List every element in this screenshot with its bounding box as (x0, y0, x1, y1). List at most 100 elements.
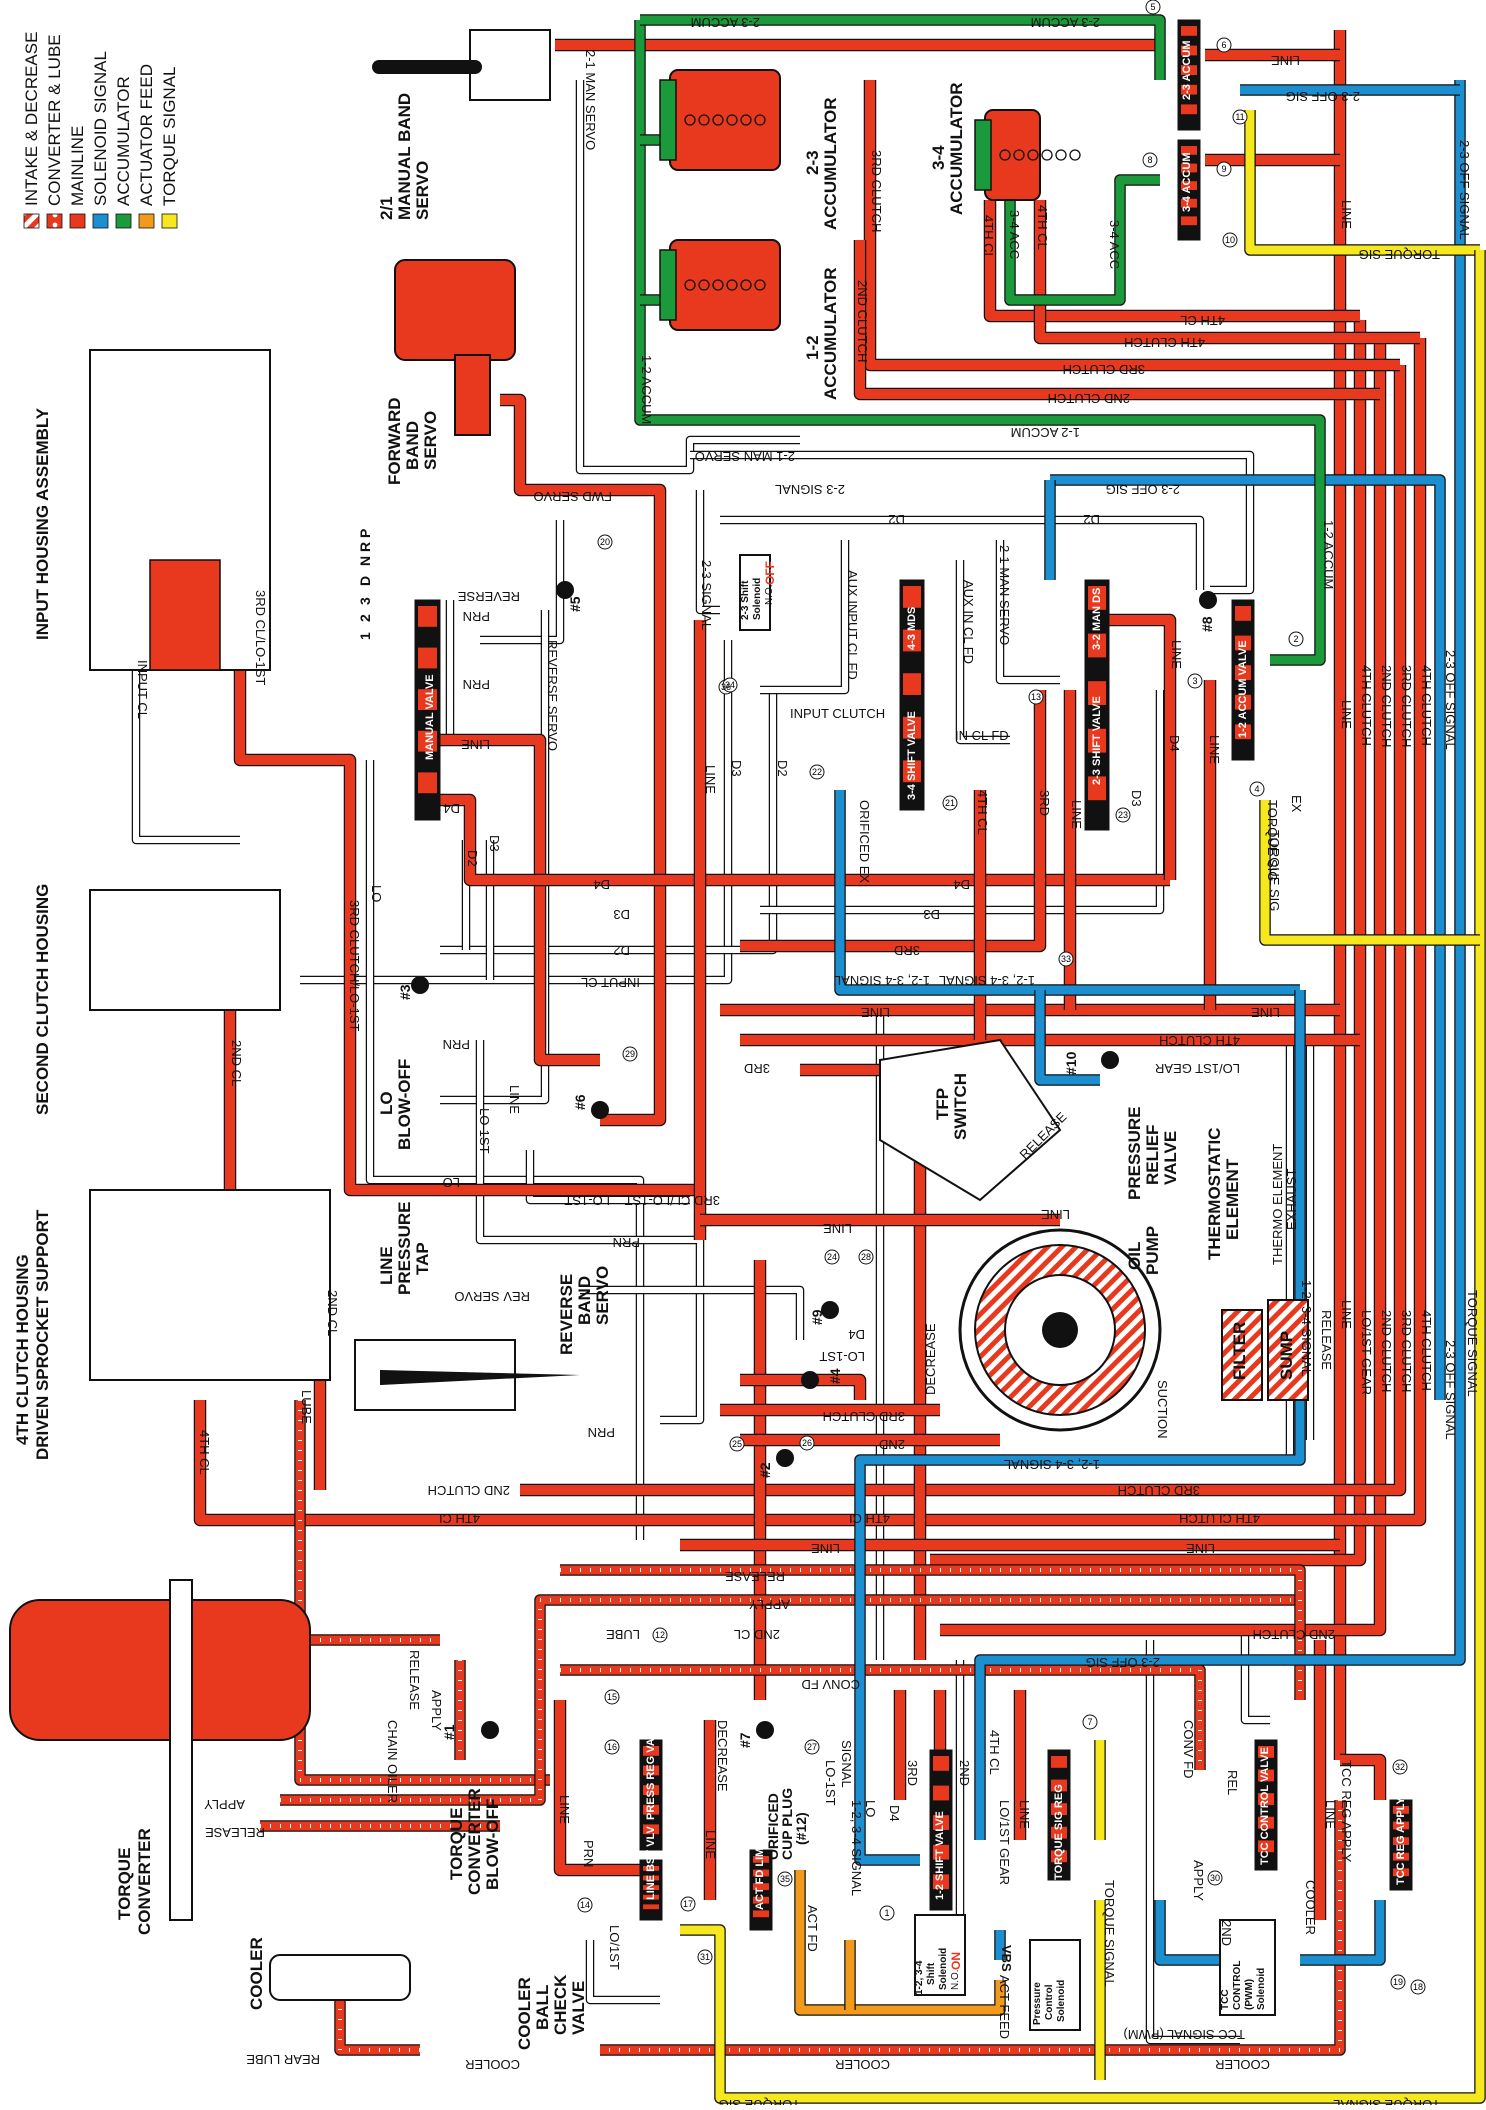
orifice-9: 9 (1221, 164, 1226, 174)
vlbl-3rd-clutch-lo1st: 3RD CLUTCH/LO-1ST (347, 900, 362, 1032)
vlbl-2nd-clutch: 2ND CLUTCH (855, 280, 870, 362)
1234-signal (835, 790, 1300, 995)
tcc-control-valve-land-4 (1258, 1840, 1274, 1853)
torque-converter-title-1: TORQUE (115, 1848, 134, 1920)
orifice-11: 11 (1235, 112, 1244, 122)
forward-band-servo-title-1: FORWARD (385, 397, 404, 485)
tcc-reg-apply-valve-land-1 (1393, 1821, 1409, 1830)
pcs-1: Pressure (1032, 1982, 1043, 2025)
gear-r: R (357, 542, 373, 552)
thermo-exhaust-1: THERMO ELEMENT (1270, 1144, 1285, 1265)
orifice-7: 7 (1087, 1717, 1092, 1727)
vlbl-lo1st-b: LO-1ST (823, 1760, 838, 1806)
lbl-lo1st-1: LO-1ST (564, 1193, 610, 1208)
orifice-15: 15 (607, 1692, 617, 1702)
lbl-prn-4: PRN (613, 1235, 640, 1250)
tcc-sol-2: CONTROL (1232, 1961, 1243, 2010)
suction-label: SUCTION (1155, 1380, 1170, 1439)
lo-blowoff-title-2: BLOW-OFF (395, 1059, 414, 1150)
thermostatic-title-1: THERMOSTATIC (1205, 1127, 1224, 1260)
cooler-return-dots (600, 1800, 1342, 2052)
vlbl-in-cl-fd: IN CL FD (955, 728, 1009, 743)
accum-23-spring-0 (684, 114, 696, 126)
accum-12-valve-land-0 (1235, 606, 1251, 621)
lbl-d3-long: D3 (613, 907, 630, 922)
filter-label: FILTER (1230, 1322, 1249, 1380)
lbl-fwd-servo: FWD SERVO (534, 489, 613, 504)
reverse-band-servo-title-3: SERVO (593, 1266, 612, 1325)
vlbl-lo-b: LO (863, 1800, 878, 1817)
orifice-marker (604, 1739, 620, 1755)
lbl-release-1: RELEASE (725, 1569, 785, 1584)
passage-labels: 2-3 ACCUM 2-3 ACCUM LINE 2-3 OFF SIG TOR… (204, 15, 1440, 2110)
vlbl-line-c2: LINE (1069, 800, 1084, 829)
lbl-d2-long: D2 (613, 943, 630, 958)
orifice-marker (879, 1905, 895, 1921)
accum-12-spring-4 (740, 279, 752, 291)
manual-valve-label: MANUAL VALVE (424, 674, 436, 760)
lbl-prn-5: PRN (588, 1425, 615, 1440)
orifice-marker (942, 795, 958, 811)
lbl-release-2: RELEASE (205, 1825, 265, 1840)
orifice-20: 20 (600, 537, 610, 547)
rear-lube-outline (334, 2000, 420, 2056)
lbl-line-mid2: LINE (1251, 1005, 1280, 1020)
vertical-passage-labels: 2-1 MAN SERVO 3RD CLUTCH 2ND CLUTCH 1-2 … (135, 50, 1480, 2039)
accum-12-valve-land-3 (1235, 694, 1251, 710)
release-long-dots (560, 1568, 1302, 1700)
act-fd-lim-valve-land-1 (753, 1869, 769, 1877)
vlbl-lo1st-gear-r: LO/1ST GEAR (1359, 1310, 1374, 1395)
accum-23-valve-label: 2-3 ACCUM (1181, 41, 1193, 101)
lbl-4th-clutch-1: 4TH CLUTCH (1124, 335, 1205, 350)
orifice-marker (858, 1249, 874, 1265)
tfp-switch-body (879, 1038, 1062, 1202)
orifice-19: 19 (1393, 1977, 1403, 1987)
d4-right (1090, 615, 1175, 880)
cooler-title: COOLER (247, 1937, 266, 2010)
vlbl-line-c3: LINE (1207, 735, 1222, 764)
vlbl-decrease: DECREASE (715, 1720, 730, 1792)
legend-label-0: INTAKE & DECREASE (22, 32, 41, 206)
orifice-marker (1390, 1974, 1406, 1990)
forward-band-servo-title-2: BAND (403, 421, 422, 470)
tcc-control-label: TCC CONTROL VALVE (1259, 1747, 1271, 1865)
vlbl-d4-b: D4 (887, 1805, 902, 1822)
accum-23-valve-land-3 (1181, 84, 1197, 95)
checkball-9 (821, 1301, 839, 1319)
accum-34-spring-1 (1013, 149, 1025, 161)
accum-34-valve-land-2 (1181, 181, 1197, 190)
legend-swatch-4 (115, 213, 132, 229)
vlbl-input-cl: INPUT CL (135, 660, 150, 719)
torque-sig-reg-valve-land-4 (1051, 1850, 1067, 1863)
lo1st-cb4 (740, 1375, 865, 1400)
manual-valve-land-0 (418, 606, 437, 627)
d2-upper (720, 517, 1203, 590)
vlbl-signal: SIGNAL (839, 1740, 854, 1788)
vlbl-4th-clutch-r: 4TH CLUTCH (1359, 665, 1374, 746)
vlbl-23-signal: 2-3 SIGNAL (699, 560, 714, 630)
lbl-3rd-mid: 3RD (894, 943, 920, 958)
accum-12-body (669, 239, 781, 331)
accum-23-valve-land-0 (1181, 26, 1197, 36)
gear-selector: 1 2 3 D N R P (357, 529, 373, 640)
vlbl-torque-signal-b: TORQUE SIGNAL (1102, 1880, 1117, 1987)
23-off-sig-mid (1050, 475, 1445, 1400)
accum-12-spring-2 (712, 279, 724, 291)
press-reg-valve-land-4 (643, 1824, 659, 1835)
checkball-7 (756, 1721, 774, 1739)
press-reg-valve-land-1 (643, 1765, 659, 1776)
orifice-marker (604, 1689, 620, 1705)
legend-label-5: ACTUATOR FEED (137, 64, 156, 206)
vlbl-3rd-clutch: 3RD CLUTCH (869, 150, 884, 232)
rear-lube (335, 2000, 420, 2055)
checkball-3 (411, 976, 429, 994)
3rd-clutch-top (865, 80, 1400, 370)
tfp-switch-title-2: SWITCH (951, 1073, 970, 1140)
lo-blowoff-title-1: LO (377, 1091, 396, 1115)
vlbl-line-right: LINE (1339, 200, 1354, 229)
shift-34-valve-land-2 (903, 673, 921, 695)
vlbl-d2: D2 (465, 850, 480, 867)
lbl-23-off-sig-2: 2-3 OFF SIG (1106, 482, 1180, 497)
